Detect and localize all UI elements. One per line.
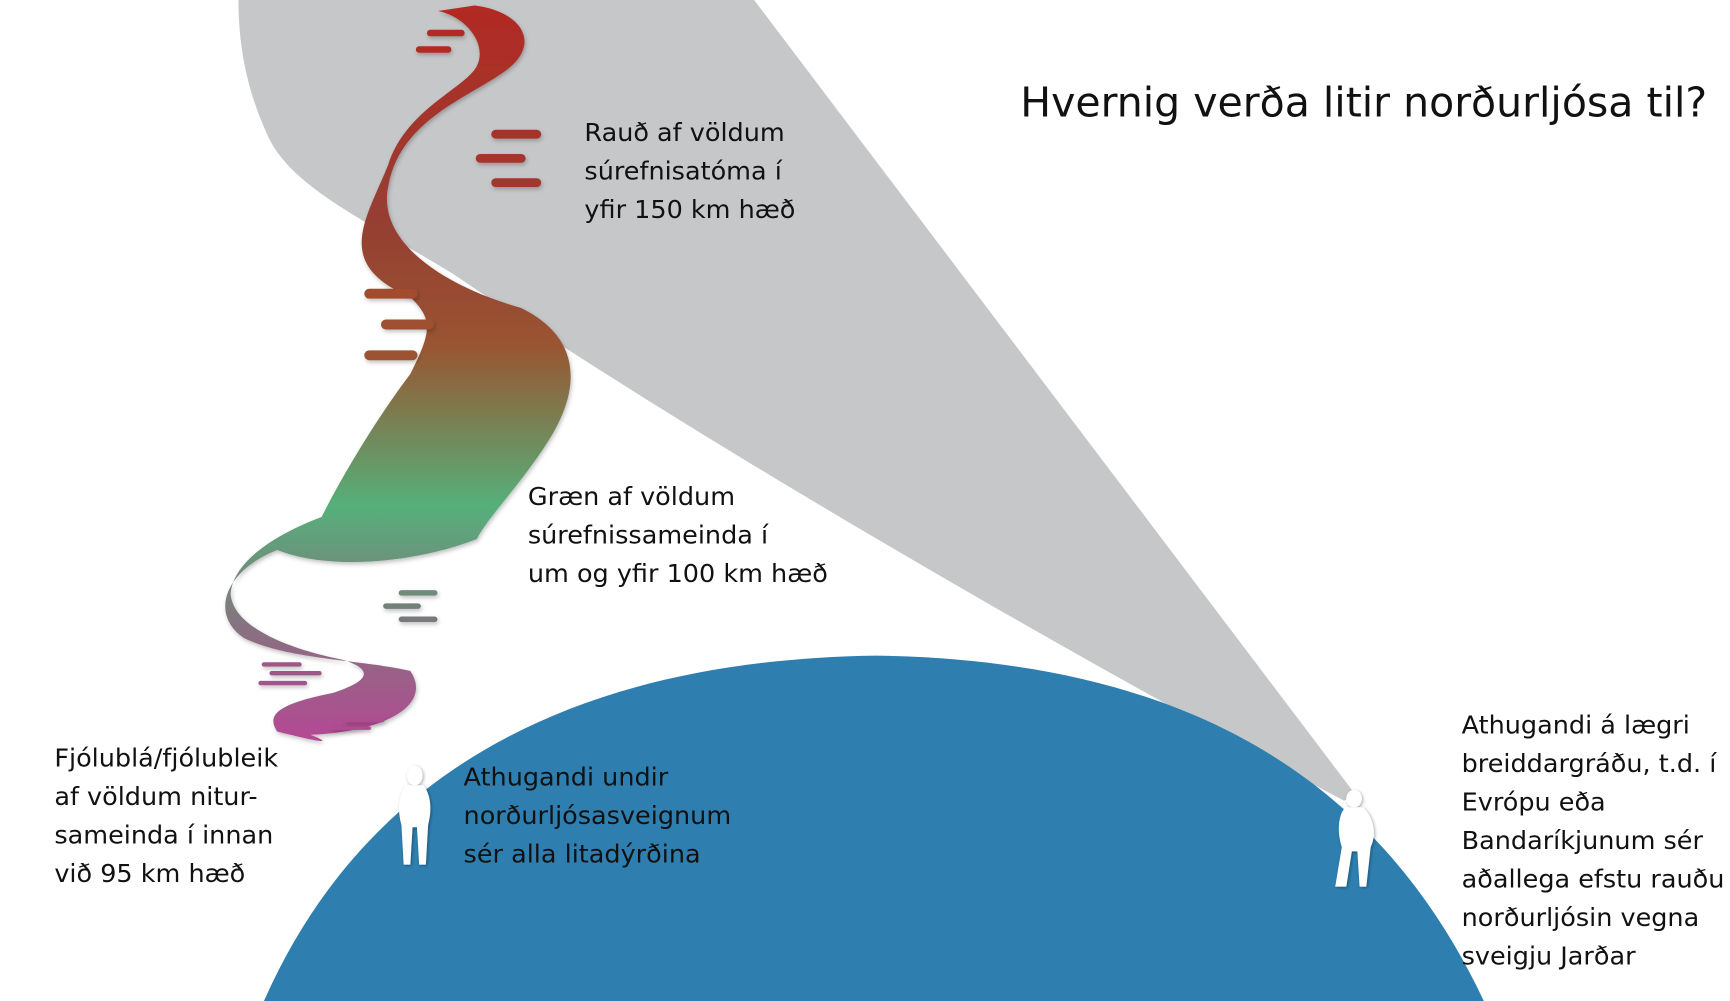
label-line: um og yfir 100 km hæð <box>528 558 828 588</box>
label-line: yfir 150 km hæð <box>584 194 795 224</box>
earth-curve-icon <box>263 655 1484 1001</box>
label-line: norðurljósasveignum <box>464 800 732 830</box>
label-line: súrefnisatóma í <box>584 155 782 185</box>
label-line: Græn af völdum <box>528 481 735 511</box>
person-silhouette-icon <box>1335 789 1374 887</box>
label-line: Bandaríkjunum sér <box>1462 825 1704 855</box>
label-line: af völdum nitur- <box>54 781 257 811</box>
label-observer-under: Athugandi undir norðurljósasveignum sér … <box>464 761 732 868</box>
label-line: Evrópu eða <box>1462 787 1606 817</box>
label-green: Græn af völdum súrefnissameinda í um og … <box>528 481 828 588</box>
label-line: við 95 km hæð <box>54 858 245 888</box>
label-line: sveigju Jarðar <box>1462 941 1637 971</box>
label-line: Fjólublá/fjólubleik <box>54 743 278 773</box>
label-line: aðallega efstu rauðu <box>1462 864 1725 894</box>
aurora-ribbon-icon <box>225 5 571 742</box>
label-red: Rauð af völdum súrefnisatóma í yfir 150 … <box>584 117 795 224</box>
label-line: Athugandi á lægri <box>1462 710 1690 740</box>
label-observer-lower-latitude: Athugandi á lægri breiddargráðu, t.d. í … <box>1462 710 1725 971</box>
label-line: norðurljósin vegna <box>1462 902 1700 932</box>
label-line: Rauð af völdum <box>584 117 784 147</box>
label-line: Athugandi undir <box>464 761 669 791</box>
sightline-beam-icon <box>238 0 1356 801</box>
emission-lines-icon <box>258 29 542 730</box>
person-silhouette-icon <box>399 765 431 865</box>
page-title: Hvernig verða litir norðurljósa til? <box>1020 79 1707 127</box>
label-line: sér alla litadýrðina <box>464 838 701 868</box>
label-violet: Fjólublá/fjólubleik af völdum nitur- sam… <box>54 743 278 888</box>
label-line: breiddargráðu, t.d. í <box>1462 748 1718 778</box>
label-line: sameinda í innan <box>54 820 273 850</box>
label-line: súrefnissameinda í <box>528 519 769 549</box>
